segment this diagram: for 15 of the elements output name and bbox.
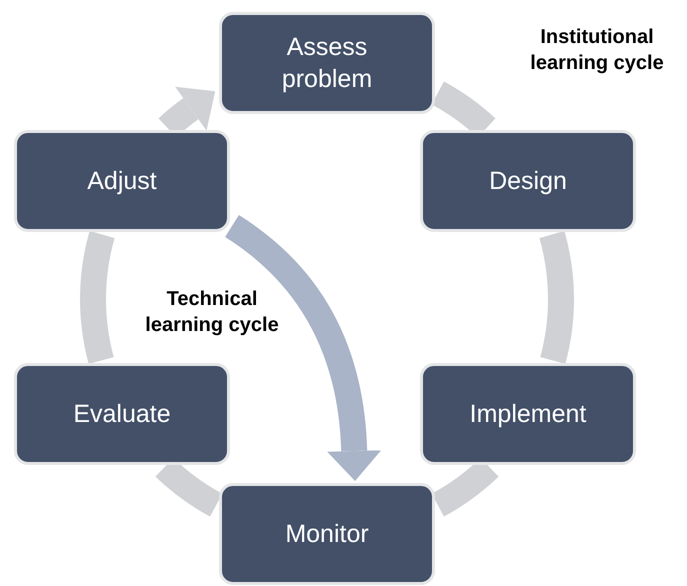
step-box xyxy=(14,363,230,465)
step-label: Adjust xyxy=(87,166,157,197)
cycle-arrow xyxy=(224,215,382,481)
step-label: Design xyxy=(489,166,567,197)
step-label: Evaluate xyxy=(73,398,171,430)
cycle-title: Institutional learning cycle xyxy=(529,25,665,76)
step-box xyxy=(219,483,435,585)
step-label: Implement xyxy=(470,398,586,430)
step-box xyxy=(219,12,435,114)
step-label: Monitor xyxy=(285,518,369,550)
step-label: Assess problem xyxy=(280,32,374,95)
step-box xyxy=(420,130,636,232)
step-box xyxy=(14,130,230,232)
cycle-title: Technical learning cycle xyxy=(144,287,280,338)
step-box xyxy=(420,363,636,465)
